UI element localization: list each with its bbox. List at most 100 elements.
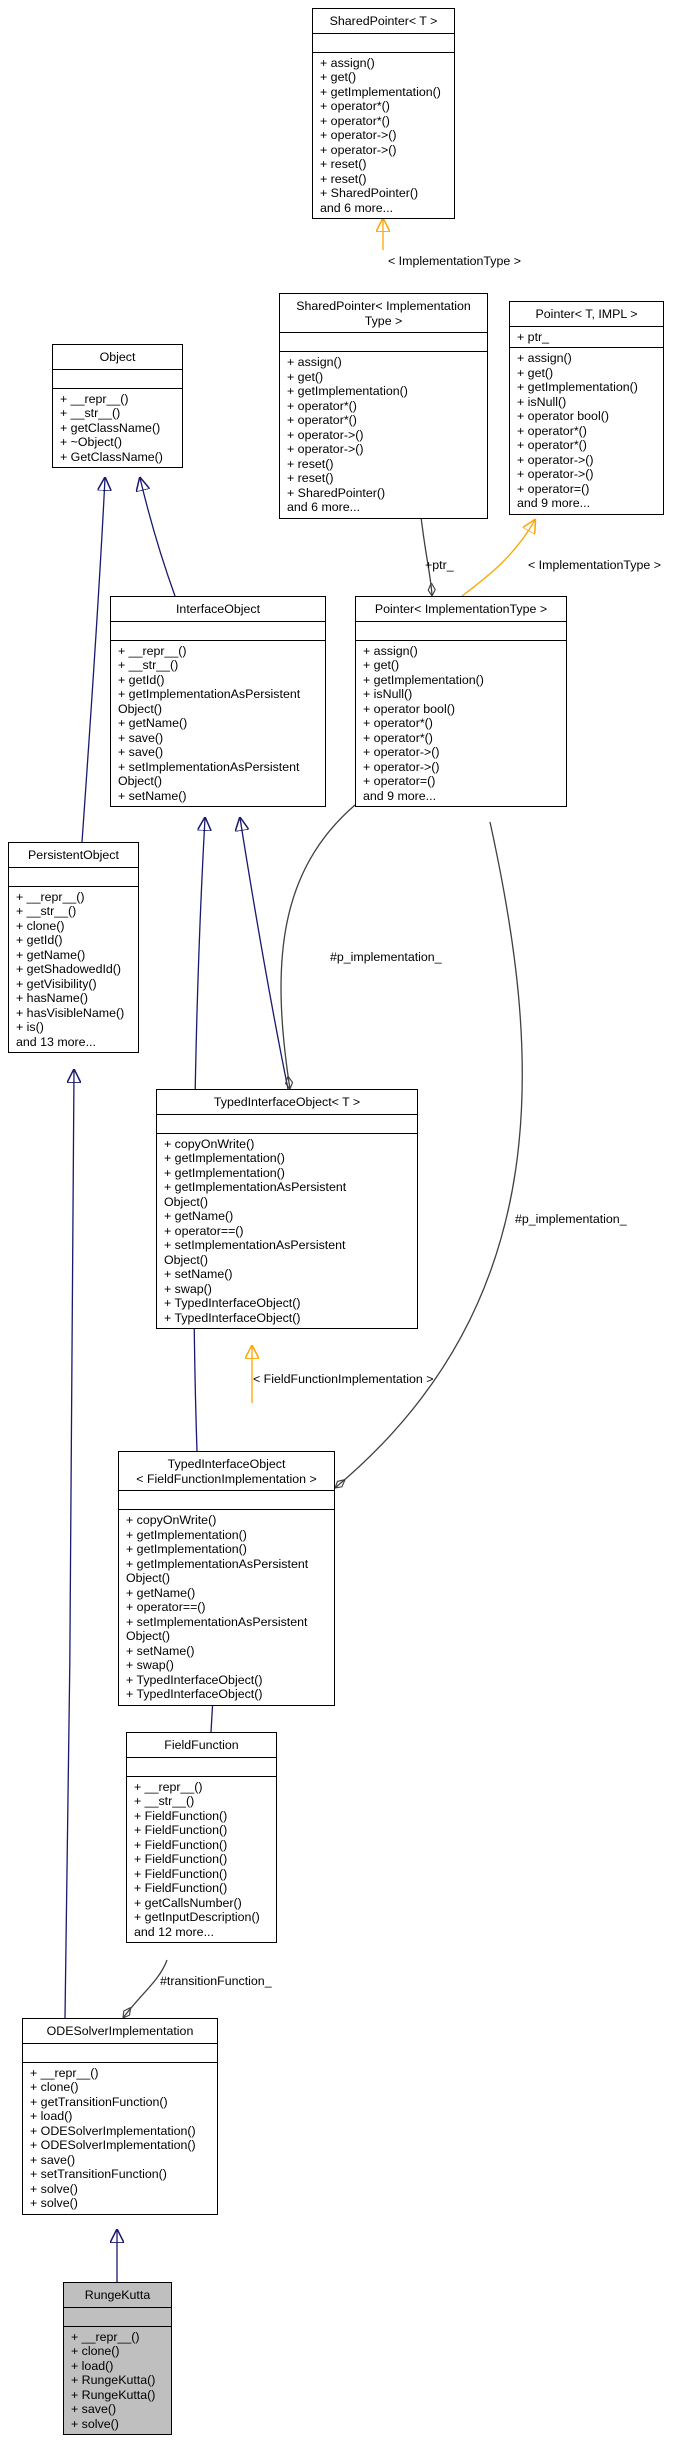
operation-operator: + operator->() (363, 759, 440, 774)
operation-rungekutta: + RungeKutta() (71, 2373, 156, 2387)
class-title-line: Object (99, 350, 136, 364)
operation-object: Object() (126, 1629, 171, 1643)
operation-operator: + operator*() (363, 716, 433, 730)
class-title: PersistentObject (9, 843, 138, 868)
class-box-rk[interactable]: RungeKutta + __repr__()+ clone()+ load()+… (63, 2282, 172, 2435)
attributes-section (64, 2308, 171, 2327)
class-title-line: RungeKutta (84, 2288, 151, 2302)
operation-fieldfunction: + FieldFunction() (134, 1881, 228, 1895)
operations-section: + __repr__()+ clone()+ load()+ RungeKutt… (64, 2327, 171, 2435)
operation-getimplementation: + getImplementation() (164, 1165, 285, 1180)
edge-ptr-t-to-ptr-impl (461, 520, 535, 597)
operation-repr: + __repr__() (118, 643, 187, 658)
operation-getimplementation: + getImplementation() (126, 1527, 247, 1542)
operation-getclassname: + GetClassName() (60, 449, 163, 464)
operation-rungekutta: + RungeKutta() (71, 2387, 156, 2402)
edge-tio-t-to-iface (240, 818, 289, 1090)
operation-save: + save() (118, 745, 164, 759)
attributes-section (127, 1758, 276, 1777)
attributes-section (9, 868, 138, 887)
operation-repr: + __repr__() (60, 391, 129, 406)
operation-hasname: + hasName() (16, 991, 88, 1005)
attributes-section: + ptr_ (510, 327, 663, 348)
attributes-section (313, 34, 454, 53)
operations-section: + copyOnWrite()+ getImplementation()+ ge… (119, 1510, 334, 1705)
operation-getcallsnumber: + getCallsNumber() (134, 1895, 242, 1910)
operation-reset: + reset() (320, 157, 367, 171)
class-title: InterfaceObject (111, 597, 325, 622)
operation-getid: + getId() (118, 672, 165, 687)
attributes-section (53, 370, 182, 389)
operation-str: + __str__() (134, 1794, 195, 1808)
operation-setname: + setName() (126, 1643, 195, 1658)
operation-get: + get() (363, 658, 400, 672)
operation-getname: + getName() (126, 1585, 196, 1600)
class-box-fieldfn[interactable]: FieldFunction+ __repr__()+ __str__()+ Fi… (126, 1732, 277, 1943)
operation-operator: + operator*() (287, 398, 357, 413)
class-box-ptr-t-impl[interactable]: Pointer< T, IMPL >+ ptr_+ assign()+ get(… (509, 301, 664, 515)
operation-operator: + operator*() (517, 438, 587, 452)
operation-reset: + reset() (320, 171, 367, 186)
operation-operator-bool: + operator bool() (517, 409, 609, 423)
operation-operator: + operator*() (320, 113, 390, 128)
class-box-tio-t[interactable]: TypedInterfaceObject< T >+ copyOnWrite()… (156, 1089, 418, 1329)
operation-operator: + operator==() (126, 1600, 206, 1614)
operation-and-6-more: and 6 more... (320, 200, 394, 215)
class-title: ODESolverImplementation (23, 2019, 217, 2044)
class-title: Pointer< ImplementationType > (356, 597, 566, 622)
operation-sharedpointer: + SharedPointer() (320, 186, 419, 200)
operation-operator: + operator->() (363, 745, 440, 759)
operation-object: + ~Object() (60, 435, 122, 449)
operation-get: + get() (287, 369, 324, 384)
operation-getname: + getName() (118, 716, 188, 730)
operation-isnull: + isNull() (517, 394, 567, 409)
operation-operator: + operator*() (363, 730, 433, 745)
operation-fieldfunction: + FieldFunction() (134, 1808, 228, 1823)
attributes-section (157, 1115, 417, 1134)
operation-repr: + __repr__() (134, 1779, 203, 1794)
operation-operator: + operator->() (320, 142, 397, 157)
operation-clone: + clone() (30, 2080, 79, 2094)
operation-getimplementation: + getImplementation() (126, 1542, 247, 1556)
class-title: Pointer< T, IMPL > (510, 302, 663, 327)
operation-getimplementation: + getImplementation() (287, 384, 408, 398)
attributes-section (356, 622, 566, 641)
operation-operator: + operator=() (363, 774, 436, 788)
class-title: TypedInterfaceObject< FieldFunctionImple… (119, 1452, 334, 1491)
operation-operator: + operator==() (164, 1223, 244, 1238)
operation-repr: + __repr__() (30, 2065, 99, 2080)
operation-solve: + solve() (30, 2181, 78, 2196)
class-box-tio-ffi[interactable]: TypedInterfaceObject< FieldFunctionImple… (118, 1451, 335, 1706)
class-box-sp-t[interactable]: SharedPointer< T >+ assign()+ get()+ get… (312, 8, 455, 219)
class-box-ode[interactable]: ODESolverImplementation + __repr__()+ clo… (22, 2018, 218, 2215)
operation-and-12-more: and 12 more... (134, 1924, 214, 1939)
operation-typedinterfaceobject: + TypedInterfaceObject() (164, 1310, 301, 1325)
edge-sp-impl-to-ptr-impl (419, 507, 432, 596)
operations-section: + __repr__()+ clone()+ getTransitionFunc… (23, 2063, 217, 2214)
operation-is: + is() (16, 1020, 44, 1034)
operation-operator: + operator*() (287, 413, 357, 427)
operation-getclassname: + getClassName() (60, 420, 161, 435)
operation-save: + save() (30, 2152, 76, 2167)
edge-label-p-impl-1: #p_implementation_ (330, 950, 442, 964)
edge-persistent-to-object (81, 478, 105, 843)
class-title-line: InterfaceObject (175, 602, 261, 616)
edge-ptr-impl-to-tio-t (280, 804, 356, 1089)
class-box-iface[interactable]: InterfaceObject+ __repr__()+ __str__()+ … (110, 596, 326, 807)
operation-getimplementationaspersistent: + getImplementationAsPersistent (164, 1180, 347, 1194)
class-title-line: TypedInterfaceObject< T > (213, 1095, 361, 1109)
operation-setname: + setName() (118, 788, 187, 803)
operation-typedinterfaceobject: + TypedInterfaceObject() (126, 1672, 263, 1687)
operation-assign: + assign() (320, 55, 375, 70)
class-box-ptr-impl[interactable]: Pointer< ImplementationType >+ assign()+… (355, 596, 567, 807)
operation-getid: + getId() (16, 933, 63, 947)
operation-reset: + reset() (287, 471, 334, 485)
operations-section: + __repr__()+ __str__()+ getClassName()+… (53, 389, 182, 468)
operation-load: + load() (30, 2109, 73, 2123)
class-title-line: PersistentObject (28, 848, 119, 862)
operation-gettransitionfunction: + getTransitionFunction() (30, 2094, 168, 2109)
class-box-object[interactable]: Object + __repr__()+ __str__()+ getClassN… (52, 344, 183, 468)
class-box-persistent[interactable]: PersistentObject+ __repr__()+ __str__()+… (8, 842, 139, 1053)
